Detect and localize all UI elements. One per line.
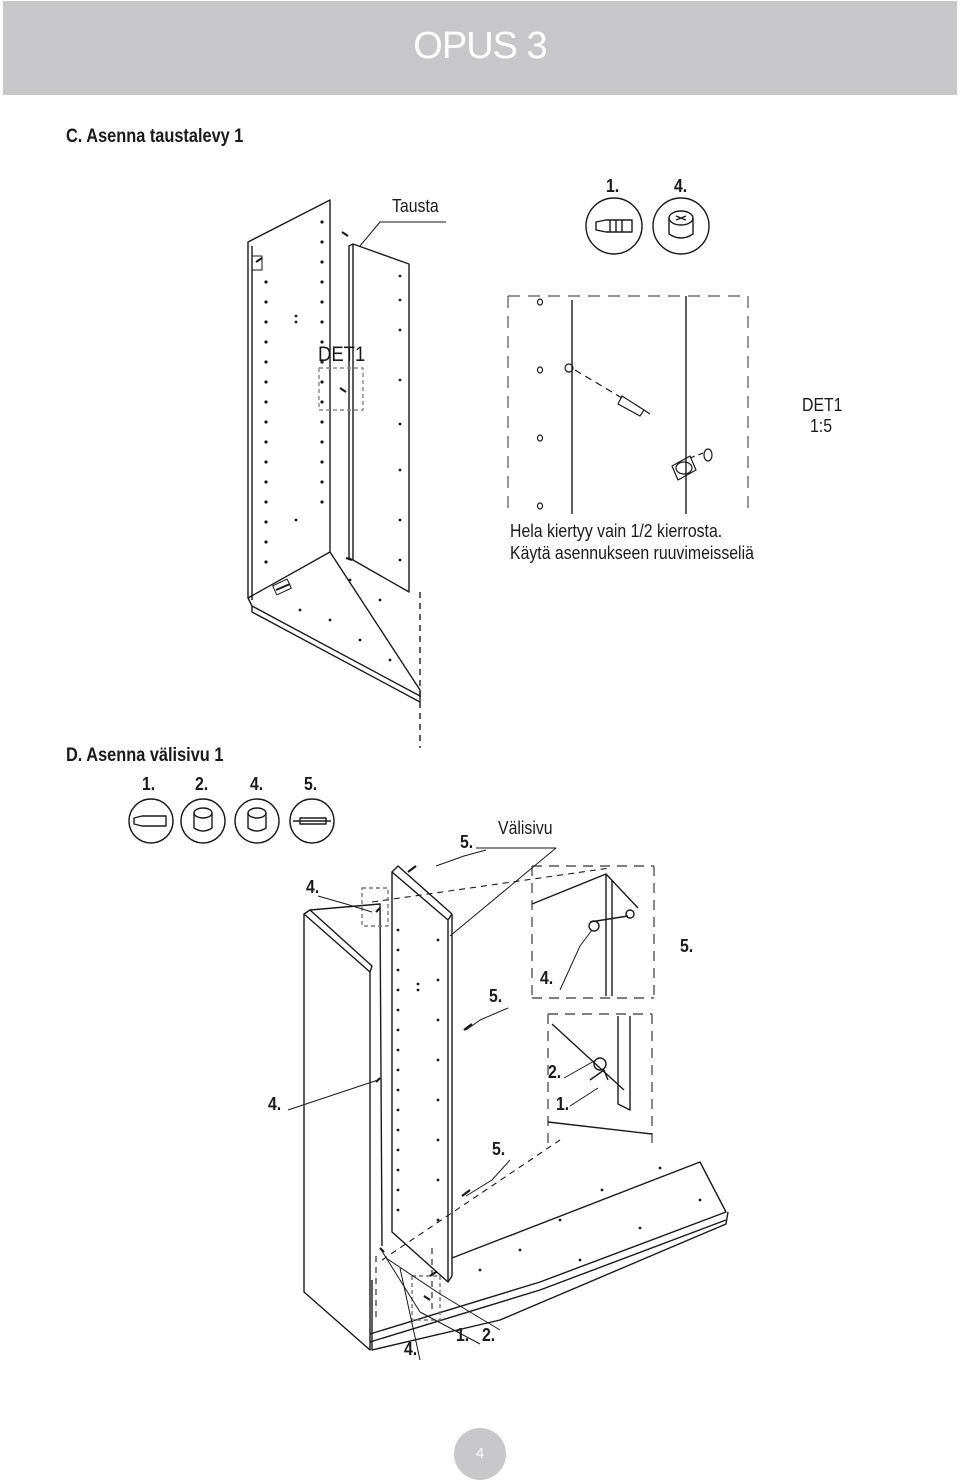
tausta-label: Tausta [392,196,439,216]
hardware-icon-dowel-d [289,798,335,844]
det1-marker [318,367,364,411]
dashed-guides [371,867,611,1320]
callout-mid-5: 5. [489,986,503,1006]
front-side-panel [303,909,373,1351]
hardware-number-5: 5. [304,774,318,794]
callout-top-5: 5. [460,832,474,852]
callout-top-4: 4. [306,877,320,897]
hardware-number-4: 4. [674,176,688,196]
detail-upper-content [531,873,639,996]
bottom-shelf [369,1161,727,1343]
det1-bolt [574,369,651,417]
cabinet-back-panel [348,243,410,593]
det1-detail-frame [507,295,749,514]
det1-scale: 1:5 [810,416,833,436]
det1-scale-name: DET1 [802,395,843,415]
bottom-bracket [272,578,292,596]
valisivu-label: Välisivu [498,818,553,838]
callout-detail-5-right: 5. [680,936,694,956]
hardware-icon-cam-d2 [234,798,280,844]
back-wall [309,903,729,1351]
shelf-holes [264,220,402,662]
hinge-plate [251,255,263,271]
hardware-number-4: 4. [250,774,264,794]
det1-detail-panels [571,296,687,514]
hardware-icon-cam-d1 [180,798,226,844]
section-c-title: C. Asenna taustalevy 1 [66,126,244,147]
detail-box-upper [531,865,655,999]
callout-left-4: 4. [268,1094,282,1114]
callout-bottom-2: 2. [482,1325,496,1345]
divider-panel [391,865,453,1283]
callout-leaders [359,221,446,247]
panel-holes [396,928,702,1272]
cam-marks-d [375,865,473,1301]
dashed-markers [361,887,441,1321]
note-line-2: Käytä asennukseen ruuvimeisseliä [510,543,754,563]
det1-cam-fitting [671,448,713,481]
callout-detail-1: 1. [556,1094,570,1114]
callout-detail-2: 2. [548,1062,562,1082]
hardware-icon-bolt-d [128,798,174,844]
hardware-number-1: 1. [142,774,156,794]
det1-holes [536,298,574,510]
section-d-title: D. Asenna välisivu 1 [66,745,224,766]
hardware-icon-bolt [585,197,643,255]
callout-detail-4: 4. [540,968,554,988]
header-bar: OPUS 3 [3,1,957,95]
detail-lower-content [547,1016,653,1135]
cabinet-side-panel [247,199,421,703]
hardware-icon-cam [652,197,710,255]
hardware-number-1: 1. [606,176,620,196]
leader-lines [287,847,599,1361]
page-number-badge: 4 [454,1428,506,1480]
document-title: OPUS 3 [413,25,547,67]
cam-marks [255,231,353,591]
hardware-number-2: 2. [195,774,209,794]
callout-lower-5: 5. [492,1139,506,1159]
note-line-1: Hela kiertyy vain 1/2 kierrosta. [510,521,723,541]
callout-bottom-4: 4. [404,1339,418,1359]
